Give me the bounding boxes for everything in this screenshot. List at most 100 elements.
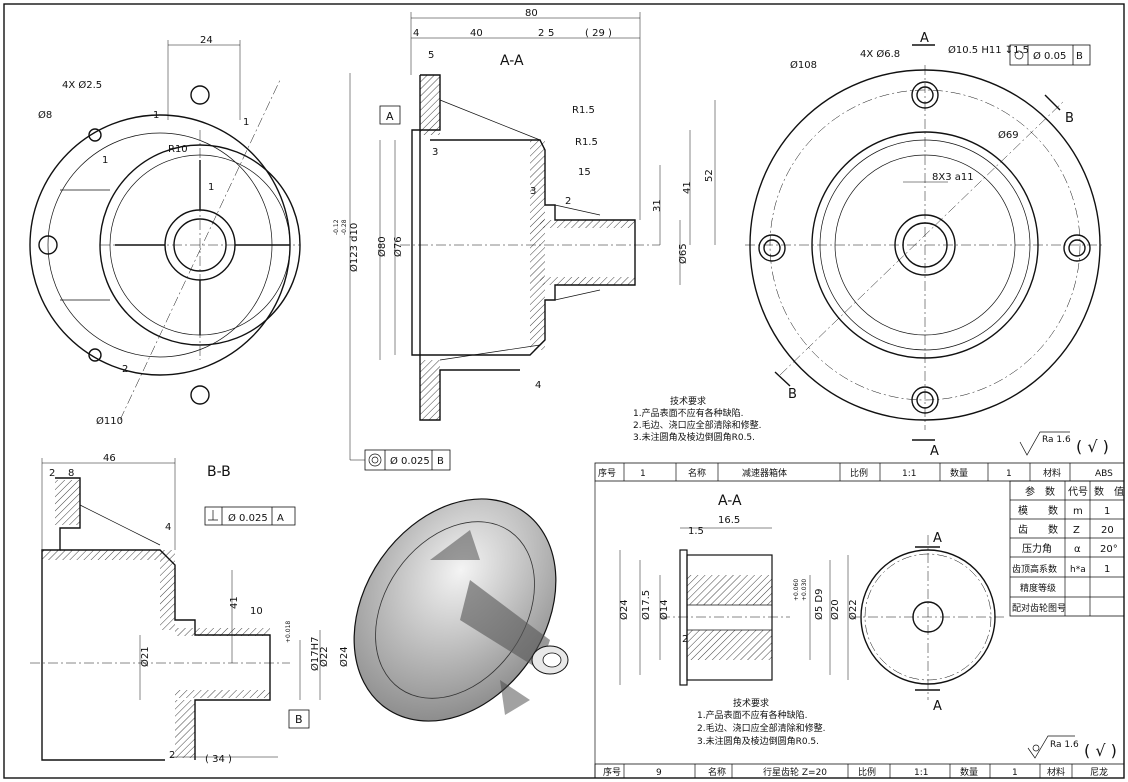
- param-row-0-code: m: [1073, 506, 1083, 517]
- sheet-border: [3, 3, 1125, 779]
- view-label-b-left: B: [788, 387, 797, 402]
- dim-d123-tol-up: -0.12: [333, 219, 340, 235]
- dim-d80: Ø80: [376, 236, 388, 257]
- dim-1-a: 1: [153, 110, 159, 121]
- dim-5-top: 5: [548, 28, 554, 39]
- dim-d123: Ø123 d10: [348, 223, 360, 272]
- dim-31: 31: [652, 199, 663, 212]
- dim-10-bb: 10: [250, 606, 263, 617]
- dim-8-bb: 8: [68, 468, 74, 479]
- dim-d108: Ø108: [790, 59, 817, 71]
- dim-hole-spec: Ø10.5 H11 ↧1.5: [948, 44, 1029, 56]
- dim-41: 41: [682, 181, 693, 194]
- param-header-code: 代号: [1068, 486, 1088, 498]
- gear-dim-d5-tol-dn: +0.030: [801, 579, 808, 601]
- tol-coaxiality-value: Ø 0.025: [390, 455, 430, 467]
- dim-2-bb: 2: [49, 468, 55, 479]
- dim-d65: Ø65: [677, 243, 689, 264]
- gear-section-title: A-A: [718, 493, 742, 509]
- dim-d24-bb: Ø24: [338, 646, 350, 667]
- tol-position-value: Ø 0.05: [1033, 50, 1066, 62]
- tb-upper-scale: 1:1: [902, 469, 916, 479]
- dim-d110: Ø110: [96, 415, 123, 427]
- dim-3-b: 3: [530, 186, 536, 197]
- tb-lower-seq: 9: [656, 768, 662, 778]
- title-block-lower: [594, 763, 1125, 779]
- dim-r1-5-a: R1.5: [572, 105, 595, 116]
- gear-dim-d24: Ø24: [618, 599, 630, 620]
- dim-4: 4: [413, 28, 419, 39]
- tech-req-upper-title: 技术要求: [670, 395, 706, 407]
- dim-d8: Ø8: [38, 109, 52, 121]
- tol-perp-value: Ø 0.025: [228, 512, 268, 524]
- dim-d22-bb: Ø22: [318, 646, 330, 667]
- datum-b-label: B: [295, 713, 303, 726]
- roughness-symbol-lower: [1027, 735, 1075, 759]
- datum-a-label: A: [386, 110, 394, 123]
- param-row-0-name: 模 数: [1018, 504, 1058, 517]
- dim-d123-tol-dn: -0.28: [341, 219, 348, 235]
- tb-upper-mat-label: 材料: [1043, 467, 1061, 479]
- tech-req-upper-line3: 3.未注圆角及棱边倒圆角R0.5.: [633, 431, 755, 443]
- housing-rear-view: [745, 44, 1105, 441]
- tech-req-lower-line1: 1.产品表面不应有各种缺陷.: [697, 709, 807, 721]
- gear-dim-2: 2: [682, 634, 688, 645]
- tb-lower-scale-label: 比例: [858, 766, 876, 778]
- tol-position-datum: B: [1076, 51, 1083, 62]
- roughness-upper-check: ( √ ): [1076, 437, 1109, 456]
- roughness-lower-check: ( √ ): [1084, 741, 1117, 760]
- param-row-5-name: 配对齿轮图号: [1012, 602, 1066, 614]
- dim-2-top: 2: [538, 28, 544, 39]
- dim-1-d: 1: [102, 155, 108, 166]
- dim-r10: R10: [168, 144, 188, 155]
- param-row-2-code: α: [1074, 544, 1081, 555]
- dim-2: 2: [122, 364, 128, 375]
- param-row-3-value: 1: [1104, 564, 1110, 575]
- dim-1-b: 1: [243, 117, 249, 128]
- param-row-2-name: 压力角: [1022, 542, 1052, 555]
- dim-holes-6-8: 4X Ø6.8: [860, 48, 900, 60]
- gear-dim-16-5: 16.5: [718, 515, 740, 526]
- gear-section-view: [619, 527, 1005, 700]
- tb-lower-qty-label: 数量: [960, 766, 978, 778]
- param-row-1-value: 20: [1101, 525, 1114, 536]
- tol-coaxiality-datum: B: [437, 456, 444, 467]
- param-row-4-name: 精度等级: [1020, 582, 1056, 594]
- tb-upper-mat: ABS: [1095, 469, 1113, 479]
- housing-front-view: [29, 40, 301, 421]
- roughness-upper-label: Ra 1.6: [1042, 435, 1071, 445]
- dim-r1-5-b: R1.5: [575, 137, 598, 148]
- housing-section-bb: [30, 458, 321, 761]
- dim-41-bb: 41: [229, 596, 240, 609]
- dim-34: ( 34 ): [205, 754, 232, 765]
- tech-req-lower-line3: 3.未注圆角及棱边倒圆角R0.5.: [697, 735, 819, 747]
- param-row-3-name: 齿顶高系数: [1012, 563, 1057, 575]
- gear-dim-d14: Ø14: [658, 599, 670, 620]
- gear-label-a-bottom: A: [933, 699, 942, 714]
- gear-dim-d22: Ø22: [847, 599, 859, 620]
- gear-dim-d5: Ø5 D9: [813, 589, 825, 620]
- tb-upper-qty: 1: [1006, 469, 1012, 479]
- param-row-3-code: h*a: [1070, 565, 1086, 575]
- tech-req-lower-title: 技术要求: [733, 697, 769, 709]
- dim-d17-tol: +0.018: [285, 621, 292, 643]
- dim-24: 24: [200, 35, 213, 46]
- dim-5: 5: [428, 50, 434, 61]
- tb-lower-scale: 1:1: [914, 768, 928, 778]
- dim-40: 40: [470, 28, 483, 39]
- view-label-a-top: A: [920, 31, 929, 46]
- gear-label-a-top: A: [933, 531, 942, 546]
- dim-2-mid: 2: [565, 196, 571, 207]
- dim-4-bb: 4: [165, 522, 171, 533]
- dim-46: 46: [103, 453, 116, 464]
- roughness-lower-label: Ra 1.6: [1050, 740, 1079, 750]
- section-aa-title: A-A: [500, 53, 524, 69]
- gear-dim-d20: Ø20: [829, 599, 841, 620]
- param-row-2-value: 20°: [1100, 544, 1118, 555]
- dim-holes-2-5: 4X Ø2.5: [62, 79, 102, 91]
- tb-upper-seq-label: 序号: [598, 467, 616, 479]
- tb-upper-qty-label: 数量: [950, 467, 968, 479]
- tech-req-lower-line2: 2.毛边、浇口应全部清除和修整.: [697, 722, 825, 734]
- param-header-param: 参 数: [1025, 485, 1055, 498]
